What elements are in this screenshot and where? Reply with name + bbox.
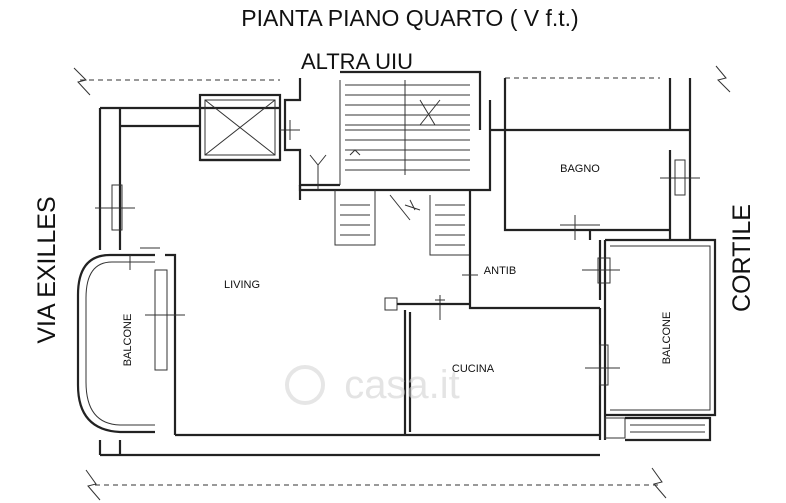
lift-shaft — [198, 93, 282, 162]
lift-door-tick — [280, 120, 300, 140]
watermark-logo: casa.it — [285, 363, 460, 407]
bagno-room — [503, 130, 700, 240]
break-mark-tl — [73, 67, 91, 96]
balcone-left-label: BALCONE — [122, 314, 134, 367]
plan-title: PIANTA PIANO QUARTO ( V f.t.) — [241, 5, 578, 31]
cucina-label: CUCINA — [452, 363, 495, 375]
cucina-room — [403, 240, 620, 440]
living-label: LIVING — [224, 279, 260, 291]
outer-walls — [98, 78, 692, 457]
antib-area — [384, 190, 600, 320]
cortile-label: CORTILE — [728, 204, 756, 312]
bagno-label: BAGNO — [560, 163, 600, 175]
altra-uiu-label: ALTRA UIU — [301, 49, 413, 74]
break-mark-bl — [85, 469, 101, 501]
break-mark-br — [651, 467, 667, 499]
break-mark-tr — [715, 65, 731, 93]
balcone-right-structure — [582, 238, 717, 442]
watermark-text: casa.it — [344, 363, 460, 407]
stairwell — [283, 70, 492, 256]
antib-label: ANTIB — [484, 265, 516, 277]
balcone-right-label: BALCONE — [661, 312, 673, 365]
antenna-symbol — [309, 154, 327, 190]
via-label: VIA EXILLES — [33, 196, 61, 343]
balcone-left-structure — [76, 184, 185, 434]
